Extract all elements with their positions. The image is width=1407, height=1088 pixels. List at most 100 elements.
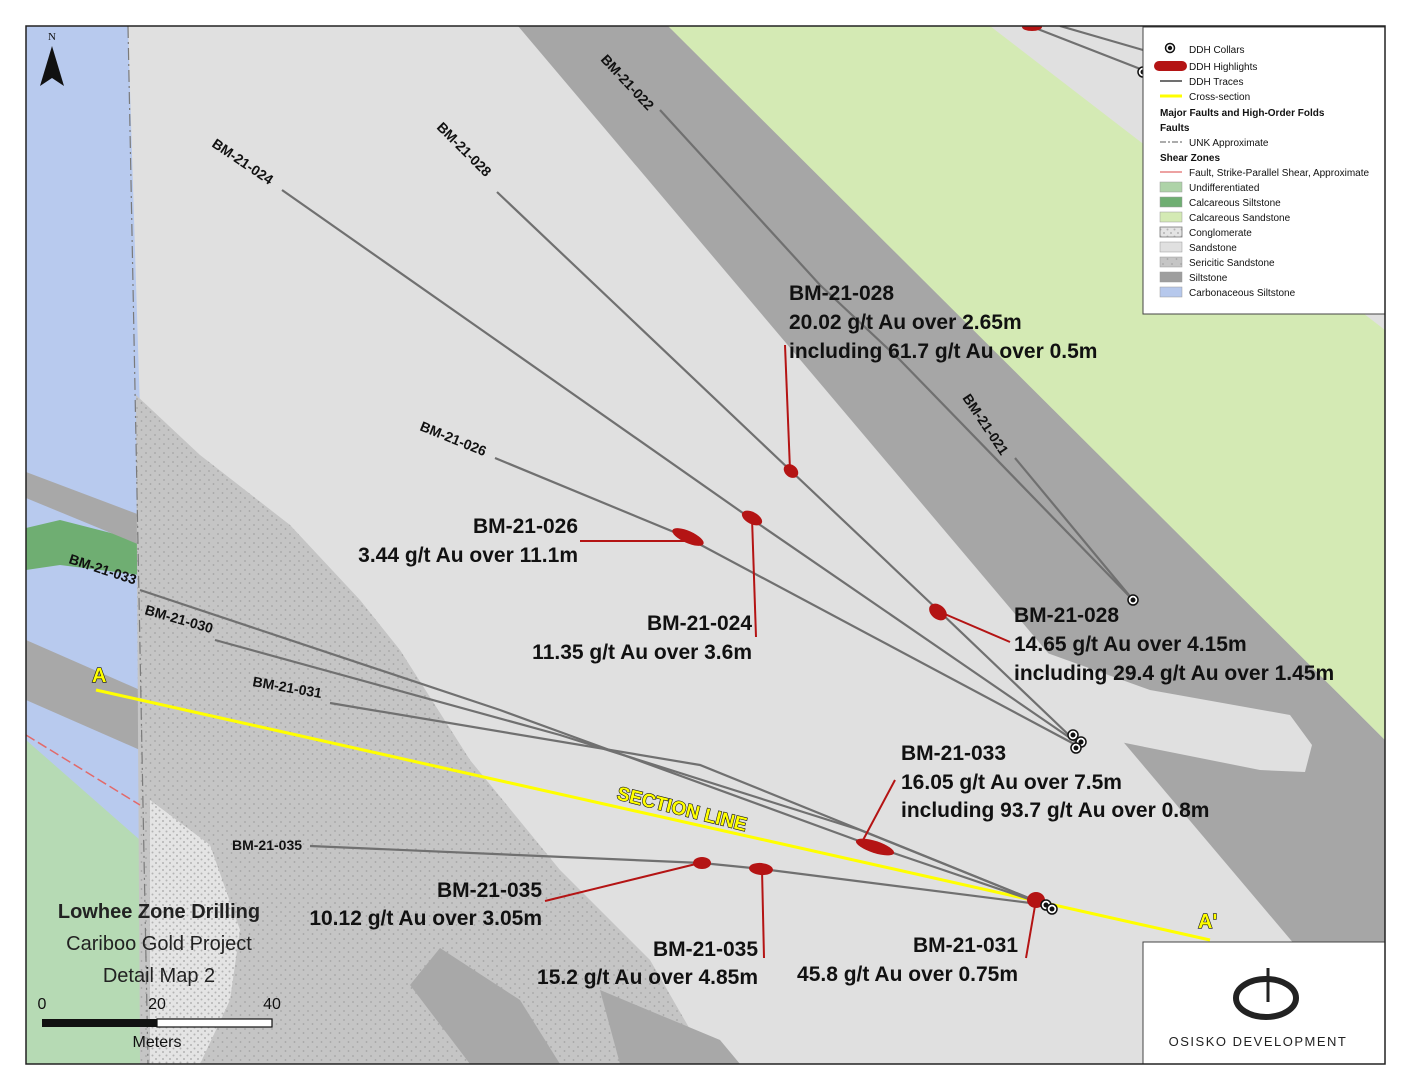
legend-unit-label: Siltstone bbox=[1189, 273, 1228, 284]
scale-tick-0: 0 bbox=[38, 996, 47, 1013]
annotation-line1: 11.35 g/t Au over 3.6m bbox=[532, 641, 752, 664]
legend-unit: Sericitic Sandstone bbox=[1159, 256, 1275, 269]
highlight-035-left bbox=[693, 857, 711, 869]
logo-box bbox=[1142, 941, 1386, 1065]
legend-unit: Calcareous Siltstone bbox=[1159, 196, 1281, 209]
legend-faults-sub: Faults bbox=[1160, 123, 1190, 134]
scale-bar: 0 20 40 Meters bbox=[38, 996, 281, 1051]
siltstone-strip-se bbox=[600, 990, 740, 1064]
scale-segment-light bbox=[156, 1018, 273, 1028]
legend-shear-fault-label: Fault, Strike-Parallel Shear, Approximat… bbox=[1189, 168, 1370, 179]
annotation-line1: 16.05 g/t Au over 7.5m bbox=[901, 771, 1122, 794]
leader-028-low bbox=[939, 611, 1011, 643]
legend-unk: UNK Approximate bbox=[1160, 138, 1269, 149]
collar-group-e bbox=[1067, 729, 1087, 754]
legend-unit-label: Undifferentiated bbox=[1189, 183, 1259, 194]
highlight-028-top bbox=[783, 464, 799, 478]
annotation-line1: 10.12 g/t Au over 3.05m bbox=[309, 907, 542, 930]
north-arrow-icon: N bbox=[40, 31, 64, 86]
annotation-bm21-028-upper: BM-21-028 20.02 g/t Au over 2.65m includ… bbox=[789, 282, 1097, 363]
leader-031 bbox=[1025, 899, 1037, 959]
annotation-line2: including 29.4 g/t Au over 1.45m bbox=[1014, 662, 1334, 685]
trace-top-right-2 bbox=[1059, 26, 1144, 52]
legend-collars: DDH Collars bbox=[1164, 42, 1245, 56]
map-frame bbox=[25, 25, 1386, 1065]
leader-035-left bbox=[544, 862, 701, 902]
north-label: N bbox=[48, 31, 56, 43]
legend-collars-label: DDH Collars bbox=[1189, 45, 1245, 56]
annotation-line1: 3.44 g/t Au over 11.1m bbox=[358, 544, 578, 567]
legend-unit-label: Calcareous Sandstone bbox=[1189, 213, 1291, 224]
legend-faults-header: Major Faults and High-Order Folds bbox=[1160, 108, 1325, 119]
ddh-highlights bbox=[672, 26, 1045, 908]
annotation-line1: 14.65 g/t Au over 4.15m bbox=[1014, 633, 1247, 656]
collar-group-se bbox=[1040, 899, 1058, 915]
annotation-hole: BM-21-035 bbox=[653, 938, 758, 961]
legend-traces-label: DDH Traces bbox=[1189, 77, 1243, 88]
legend-unk-label: UNK Approximate bbox=[1189, 138, 1269, 149]
legend-unit: Conglomerate bbox=[1159, 226, 1252, 239]
conglomerate-lens bbox=[150, 800, 240, 1064]
leader-lines bbox=[544, 344, 1037, 959]
annotation-bm21-024: BM-21-024 11.35 g/t Au over 3.6m bbox=[532, 612, 752, 664]
annotation-hole: BM-21-024 bbox=[647, 612, 752, 635]
legend-cross-section-label: Cross-section bbox=[1189, 92, 1250, 103]
hole-label-bm21-035: BM-21-035 bbox=[232, 837, 302, 853]
trace-top-right bbox=[1029, 26, 1144, 72]
annotation-line2: including 93.7 g/t Au over 0.8m bbox=[901, 799, 1209, 822]
annotation-hole: BM-21-028 bbox=[1014, 604, 1119, 627]
highlight-024 bbox=[741, 510, 763, 526]
trace-bm21-028 bbox=[496, 191, 1073, 739]
unit-swatch bbox=[1159, 256, 1183, 268]
legend-unit: Siltstone bbox=[1159, 271, 1228, 284]
annotation-bm21-033: BM-21-033 16.05 g/t Au over 7.5m includi… bbox=[901, 742, 1209, 822]
legend-shear-header: Shear Zones bbox=[1160, 153, 1220, 164]
unit-swatch bbox=[1159, 181, 1183, 193]
map-subtitle: Cariboo Gold Project bbox=[66, 933, 252, 955]
legend-traces: DDH Traces bbox=[1160, 77, 1243, 88]
legend-cross-section: Cross-section bbox=[1160, 92, 1250, 103]
annotation-hole: BM-21-035 bbox=[437, 879, 542, 902]
siltstone-sliver-sw bbox=[26, 640, 140, 750]
legend-unit: Undifferentiated bbox=[1159, 181, 1259, 194]
highlight-033 bbox=[855, 838, 895, 856]
calcareous-siltstone-sliver bbox=[26, 520, 140, 575]
shear-fault-line bbox=[26, 734, 141, 806]
unit-swatch bbox=[1159, 226, 1183, 238]
annotation-bm21-026: BM-21-026 3.44 g/t Au over 11.1m bbox=[358, 515, 578, 567]
scale-unit: Meters bbox=[133, 1034, 182, 1051]
annotation-line1: 45.8 g/t Au over 0.75m bbox=[797, 963, 1018, 986]
siltstone-strip-south bbox=[410, 948, 560, 1064]
logo: OSISKO DEVELOPMENT bbox=[1142, 941, 1386, 1065]
siltstone-sliver-west bbox=[26, 472, 140, 545]
trace-bm21-033 bbox=[139, 588, 1047, 907]
legend: DDH Collars DDH Highlights DDH Traces Cr… bbox=[1142, 26, 1386, 315]
legend-unit: Calcareous Sandstone bbox=[1159, 211, 1291, 224]
trace-bm21-031 bbox=[329, 701, 1047, 907]
legend-unit-label: Sandstone bbox=[1189, 243, 1237, 254]
highlight-026 bbox=[672, 528, 704, 546]
annotation-bm21-035-left: BM-21-035 10.12 g/t Au over 3.05m bbox=[309, 879, 542, 930]
scale-segment-dark bbox=[42, 1019, 157, 1027]
legend-unit-label: Sericitic Sandstone bbox=[1189, 258, 1275, 269]
annotation-bm21-031: BM-21-031 45.8 g/t Au over 0.75m bbox=[797, 934, 1018, 986]
annotation-hole: BM-21-033 bbox=[901, 742, 1006, 765]
annotation-hole: BM-21-028 bbox=[789, 282, 894, 305]
annotation-bm21-035-right: BM-21-035 15.2 g/t Au over 4.85m bbox=[537, 938, 758, 989]
legend-units: Undifferentiated Calcareous Siltstone Ca… bbox=[1159, 181, 1296, 299]
scale-tick-20: 20 bbox=[148, 996, 166, 1013]
unit-swatch bbox=[1159, 211, 1183, 223]
legend-unit-label: Carbonaceous Siltstone bbox=[1189, 288, 1296, 299]
section-start-label: A bbox=[92, 665, 106, 687]
unk-fault-line bbox=[127, 26, 149, 1064]
legend-shear-fault: Fault, Strike-Parallel Shear, Approximat… bbox=[1160, 168, 1370, 179]
title-block: Lowhee Zone Drilling Cariboo Gold Projec… bbox=[58, 901, 260, 987]
highlight-028-low bbox=[929, 603, 947, 621]
legend-unit: Sandstone bbox=[1159, 241, 1237, 254]
leader-035-right bbox=[761, 868, 765, 959]
leader-024 bbox=[751, 517, 757, 638]
unit-swatch bbox=[1159, 241, 1183, 253]
scale-tick-40: 40 bbox=[263, 996, 281, 1013]
legend-highlights: DDH Highlights bbox=[1154, 61, 1257, 73]
